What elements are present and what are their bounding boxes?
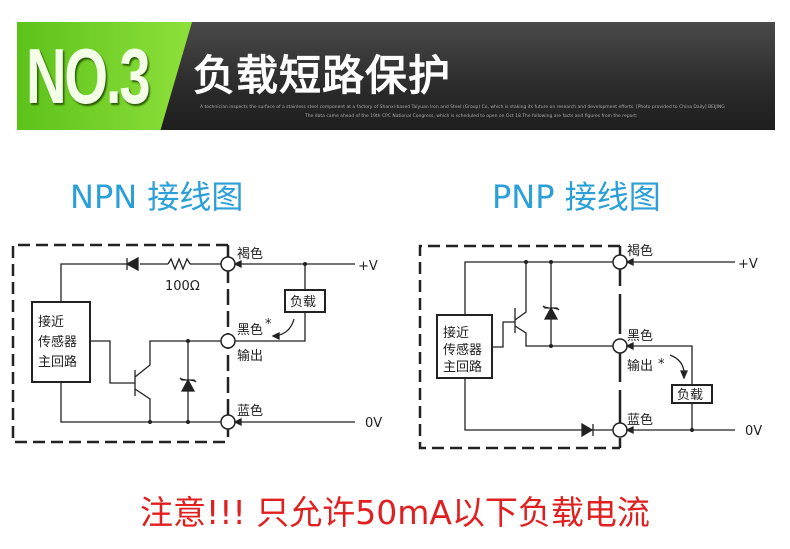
svg-text:褐色: 褐色 bbox=[627, 243, 653, 259]
svg-text:负载: 负载 bbox=[677, 388, 703, 403]
svg-text:黑色: 黑色 bbox=[627, 328, 653, 344]
npn-title: NPN 接线图 bbox=[70, 178, 244, 216]
svg-text:0V: 0V bbox=[745, 424, 762, 439]
zener-icon bbox=[542, 305, 560, 320]
banner-caption-2: The data came ahead of the 19th CPC Nati… bbox=[305, 114, 638, 119]
svg-text:褐色: 褐色 bbox=[237, 246, 263, 262]
section-title: 负载短路保护 bbox=[193, 51, 452, 100]
number-badge bbox=[17, 22, 192, 130]
svg-text:传感器: 传感器 bbox=[38, 334, 77, 350]
svg-text:输出: 输出 bbox=[627, 358, 653, 374]
load-box bbox=[671, 384, 713, 404]
svg-text:主回路: 主回路 bbox=[38, 354, 77, 370]
npn-diagram: 100Ω 接近 传感器 主回路 负载 褐色 黑色 * 输出 蓝色 +V 0V bbox=[11, 243, 382, 444]
pnp-title: PNP 接线图 bbox=[492, 178, 661, 216]
svg-text:+V: +V bbox=[738, 257, 758, 272]
resistor-icon bbox=[167, 257, 191, 271]
svg-text:主回路: 主回路 bbox=[443, 359, 482, 375]
banner-caption-1: A technician inspects the surface of a s… bbox=[200, 105, 725, 110]
svg-text:接近: 接近 bbox=[443, 325, 469, 341]
svg-text:输出: 输出 bbox=[237, 348, 263, 364]
svg-text:蓝色: 蓝色 bbox=[237, 403, 263, 419]
svg-text:+V: +V bbox=[358, 259, 378, 274]
zener-icon bbox=[179, 377, 197, 392]
svg-text:蓝色: 蓝色 bbox=[627, 412, 653, 428]
svg-text:0V: 0V bbox=[365, 416, 382, 431]
diode-icon bbox=[581, 422, 594, 438]
svg-text:负载: 负载 bbox=[290, 295, 316, 310]
section-number: NO.3 bbox=[26, 32, 151, 120]
svg-text:黑色: 黑色 bbox=[237, 322, 263, 338]
pnp-diagram: 接近 传感器 主回路 负载 褐色 黑色 输出 * 蓝色 +V 0V bbox=[418, 243, 762, 450]
svg-text:*: * bbox=[265, 317, 272, 332]
diode-icon bbox=[125, 256, 139, 272]
svg-text:*: * bbox=[658, 357, 665, 372]
svg-text:接近: 接近 bbox=[38, 314, 64, 330]
warning-text: 注意!!! 只允许50mA以下负载电流 bbox=[140, 493, 650, 532]
resistor-label: 100Ω bbox=[165, 279, 200, 294]
svg-text:传感器: 传感器 bbox=[443, 342, 482, 358]
load-box bbox=[284, 289, 326, 313]
